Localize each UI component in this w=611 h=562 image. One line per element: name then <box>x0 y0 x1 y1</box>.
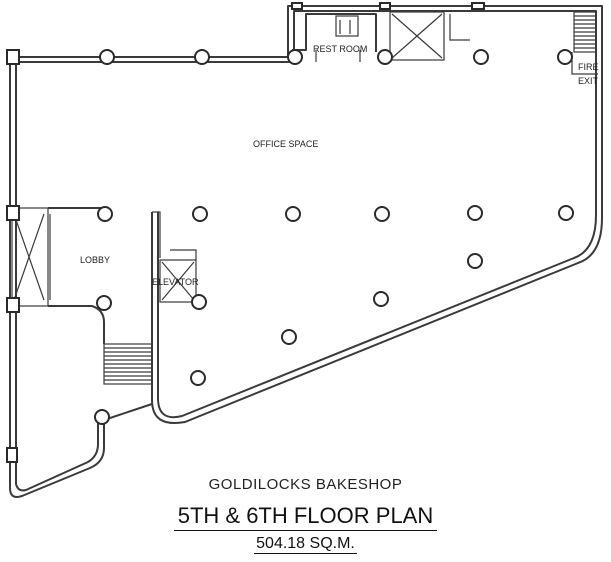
round-column <box>190 370 206 386</box>
center-elevator <box>152 211 197 303</box>
lobby-core <box>11 207 105 344</box>
area-label-text: 504.18 SQ.M. <box>254 535 357 554</box>
round-column <box>374 206 390 222</box>
round-column <box>97 206 113 222</box>
round-column <box>557 49 573 65</box>
left-stair <box>103 343 153 385</box>
square-column <box>6 205 20 221</box>
fire-exit-label-line2: EXIT <box>578 76 599 86</box>
fire-exit-label-line1: FIRE <box>578 62 599 72</box>
round-column <box>467 205 483 221</box>
round-column <box>373 291 389 307</box>
round-column <box>96 295 112 311</box>
office-space-label: OFFICE SPACE <box>253 139 318 149</box>
round-column <box>281 329 297 345</box>
round-column <box>99 49 115 65</box>
elevator-label: ELEVATOR <box>152 277 199 287</box>
round-column <box>191 294 207 310</box>
round-column <box>467 253 483 269</box>
floor-plan-title-text: 5TH & 6TH FLOOR PLAN <box>173 503 438 531</box>
company-title: GOLDILOCKS BAKESHOP <box>208 476 403 493</box>
round-column <box>285 206 301 222</box>
round-column <box>377 49 393 65</box>
round-column <box>287 49 303 65</box>
round-column <box>94 409 110 425</box>
round-column <box>194 49 210 65</box>
outer-walls <box>9 5 603 498</box>
floor-plan-title: 5TH & 6TH FLOOR PLAN <box>0 503 611 531</box>
square-column <box>6 297 20 313</box>
square-columns <box>6 49 20 463</box>
square-column <box>6 447 18 463</box>
rest-room-label: REST ROOM <box>313 44 367 54</box>
round-column <box>473 49 489 65</box>
area-label: 504.18 SQ.M. <box>0 535 611 554</box>
lobby-label: LOBBY <box>80 255 110 265</box>
round-column <box>192 206 208 222</box>
top-core <box>291 2 485 62</box>
round-columns <box>94 49 574 425</box>
round-column <box>558 205 574 221</box>
square-column <box>6 49 20 65</box>
